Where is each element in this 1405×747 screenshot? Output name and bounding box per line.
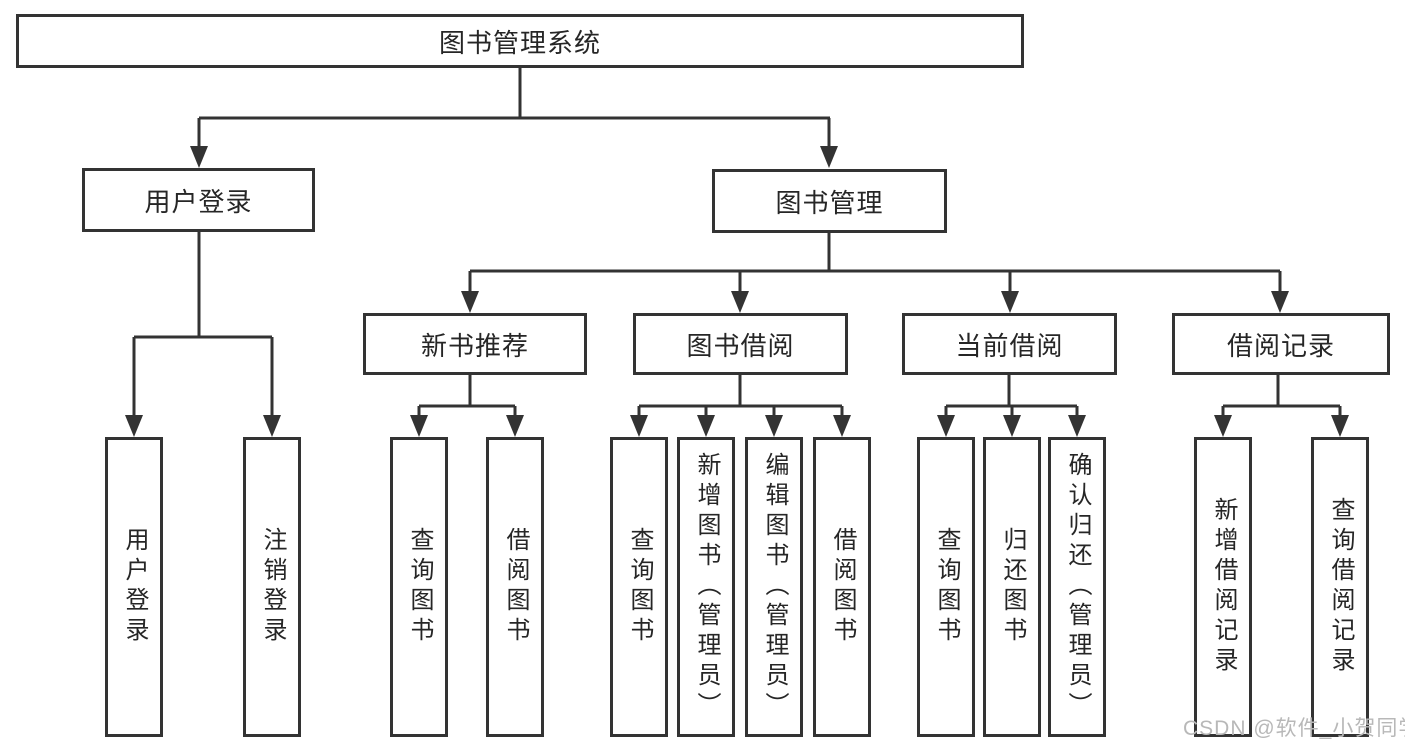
leaf-label: 查询图书 (933, 527, 960, 647)
arrow-down-icon (765, 415, 783, 437)
arrow-down-icon (937, 415, 955, 437)
leaf-add-borrow-record: 新增借阅记录 (1194, 437, 1252, 737)
node-label: 新书推荐 (420, 330, 529, 361)
node-book-borrowing: 图书借阅 (633, 313, 848, 375)
leaf-add-books-admin: 新增图书（管理员） (677, 437, 735, 737)
connector-book-mgmt-to-level3 (461, 233, 1289, 313)
leaf-query-books: 查询图书 (390, 437, 448, 737)
arrow-down-icon (731, 291, 749, 313)
leaf-label: 借阅图书 (502, 527, 529, 647)
leaf-user-login: 用户登录 (105, 437, 163, 737)
csdn-watermark: CSDN @软件_小贺同学 (1183, 717, 1405, 740)
leaf-label: 归还图书 (999, 527, 1026, 647)
leaf-label: 用户登录 (121, 527, 148, 647)
node-new-book-recommend: 新书推荐 (363, 313, 587, 375)
connector-user-login-to-leaves (125, 232, 281, 437)
node-label: 当前借阅 (955, 330, 1064, 361)
leaf-label: 注销登录 (259, 527, 286, 647)
arrow-down-icon (1271, 291, 1289, 313)
leaf-label: 查询图书 (406, 527, 433, 647)
connector-book-borrow-to-leaves (630, 375, 851, 437)
arrow-down-icon (1001, 291, 1019, 313)
leaf-label: 确认归还（管理员） (1064, 452, 1091, 722)
leaf-confirm-return-admin: 确认归还（管理员） (1048, 437, 1106, 737)
arrow-down-icon (461, 291, 479, 313)
leaf-label: 新增借阅记录 (1210, 497, 1237, 677)
node-label: 借阅记录 (1226, 330, 1335, 361)
leaf-logout: 注销登录 (243, 437, 301, 737)
connector-current-borrow-to-leaves (937, 375, 1086, 437)
node-label: 图书借阅 (686, 330, 795, 361)
arrow-down-icon (630, 415, 648, 437)
leaf-label: 查询图书 (626, 527, 653, 647)
leaf-query-borrow-record: 查询借阅记录 (1311, 437, 1369, 737)
arrow-down-icon (697, 415, 715, 437)
arrow-down-icon (1331, 415, 1349, 437)
node-book-management: 图书管理 (712, 169, 947, 233)
arrow-down-icon (1214, 415, 1232, 437)
node-current-borrowing: 当前借阅 (902, 313, 1117, 375)
arrow-down-icon (410, 415, 428, 437)
leaf-label: 新增图书（管理员） (693, 452, 720, 722)
arrow-down-icon (1003, 415, 1021, 437)
arrow-down-icon (506, 415, 524, 437)
connector-root-to-level2 (190, 68, 838, 168)
leaf-query-books: 查询图书 (610, 437, 668, 737)
arrow-down-icon (833, 415, 851, 437)
connector-new-books-to-leaves (410, 375, 524, 437)
node-borrowing-records: 借阅记录 (1172, 313, 1390, 375)
arrow-down-icon (263, 415, 281, 437)
node-user-login: 用户登录 (82, 168, 315, 232)
leaf-borrow-books: 借阅图书 (486, 437, 544, 737)
leaf-label: 编辑图书（管理员） (761, 452, 788, 722)
leaf-label: 查询借阅记录 (1327, 497, 1354, 677)
node-label: 图书管理 (775, 187, 884, 218)
arrow-down-icon (1068, 415, 1086, 437)
node-system-root: 图书管理系统 (16, 14, 1024, 68)
leaf-return-books: 归还图书 (983, 437, 1041, 737)
connector-borrow-records-to-leaves (1214, 375, 1349, 437)
arrow-down-icon (820, 146, 838, 168)
leaf-query-books: 查询图书 (917, 437, 975, 737)
leaf-borrow-books: 借阅图书 (813, 437, 871, 737)
leaf-label: 借阅图书 (829, 527, 856, 647)
node-label: 用户登录 (144, 186, 253, 217)
arrow-down-icon (190, 146, 208, 168)
node-label: 图书管理系统 (438, 27, 601, 58)
leaf-edit-books-admin: 编辑图书（管理员） (745, 437, 803, 737)
arrow-down-icon (125, 415, 143, 437)
